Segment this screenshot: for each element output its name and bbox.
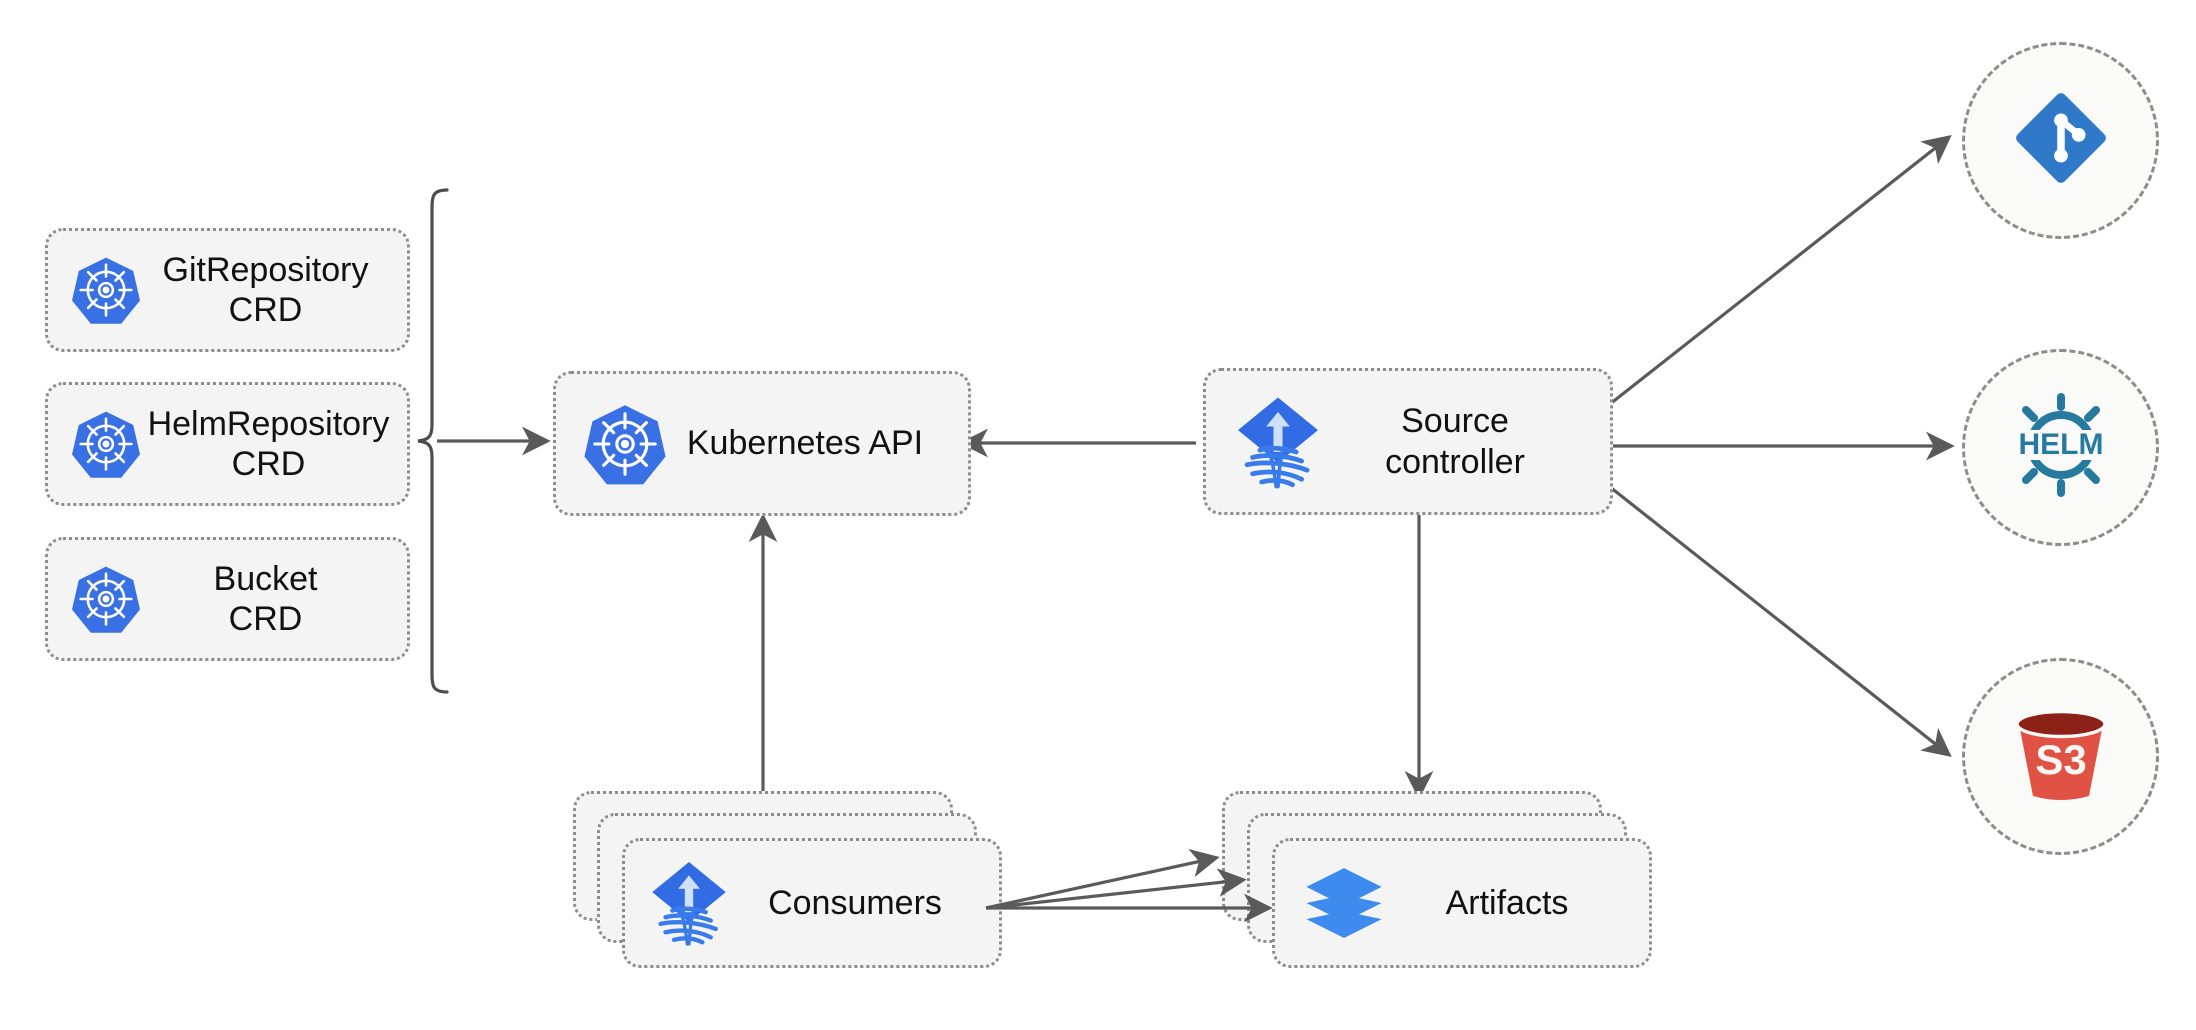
- source-circle-git[interactable]: [1962, 42, 2159, 239]
- node-artifacts[interactable]: Artifacts: [1272, 838, 1652, 968]
- layers-icon: [1301, 860, 1387, 946]
- crd-label: HelmRepository CRD: [147, 404, 390, 483]
- s3-label: S3: [2035, 736, 2086, 783]
- node-consumers[interactable]: Consumers: [622, 838, 1002, 968]
- helm-label: HELM: [2018, 428, 2103, 461]
- source-circle-s3[interactable]: S3: [1962, 658, 2159, 855]
- kubernetes-icon: [582, 401, 668, 487]
- crd-group-brace: [417, 188, 449, 694]
- s3-bucket-icon: S3: [2005, 702, 2117, 811]
- kubernetes-icon: [70, 254, 142, 326]
- crd-label: Bucket CRD: [213, 559, 318, 638]
- crd-label: GitRepository CRD: [162, 250, 369, 329]
- arrow-consumers-to-artifacts-back: [985, 849, 1220, 910]
- crd-card-helmrepository[interactable]: HelmRepository CRD: [45, 382, 410, 506]
- kubernetes-icon: [70, 408, 142, 480]
- source-circle-helm[interactable]: HELM: [1962, 349, 2159, 546]
- kubernetes-icon: [70, 563, 142, 635]
- node-kubernetes-api[interactable]: Kubernetes API: [553, 371, 971, 516]
- flux-icon: [1232, 392, 1324, 492]
- crd-card-gitrepository[interactable]: GitRepository CRD: [45, 228, 410, 352]
- node-source-controller[interactable]: Source controller: [1203, 368, 1613, 515]
- node-label: Source controller: [1385, 402, 1525, 481]
- arrow-source-controller-to-s3: [1609, 485, 1952, 757]
- flux-icon: [647, 857, 731, 949]
- arrow-consumers-to-artifacts-middle: [985, 868, 1247, 910]
- arrow-source-controller-to-git: [1609, 135, 1952, 406]
- helm-icon: HELM: [2001, 385, 2121, 510]
- git-icon: [2009, 86, 2113, 195]
- node-label: Artifacts: [1445, 883, 1569, 922]
- crd-card-bucket[interactable]: Bucket CRD: [45, 537, 410, 661]
- node-label: Consumers: [768, 883, 942, 922]
- node-label: Kubernetes API: [686, 424, 924, 463]
